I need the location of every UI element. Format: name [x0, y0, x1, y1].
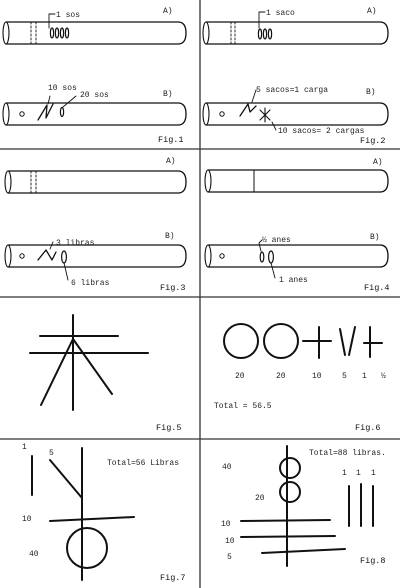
fig3-note-2: 6 libras: [71, 279, 110, 288]
fig6-label: Fig.6: [355, 423, 381, 433]
fig6-value-3: 10: [312, 372, 322, 381]
fig3-stick-a: [4, 170, 187, 194]
fig2-note-1: 1 saco: [266, 9, 295, 18]
fig3-part-b-label: B): [165, 232, 175, 241]
fig7-value-4: 40: [29, 550, 39, 559]
fig3-part-a-label: A): [166, 157, 176, 166]
fig4-part-a-label: A): [373, 158, 383, 167]
fig6-value-4: 5: [342, 372, 347, 381]
fig6-total: Total = 56.5: [214, 402, 272, 411]
fig4-part-b-label: B): [370, 233, 380, 242]
fig3-stick-b: [4, 241, 187, 281]
fig6-value-2: 20: [276, 372, 286, 381]
fig8-value-2: 20: [255, 494, 265, 503]
fig6-value-5: 1: [362, 372, 367, 381]
fig7-label: Fig.7: [160, 573, 186, 583]
fig1-stick-b: [2, 95, 187, 126]
fig7-value-2: 5: [49, 449, 54, 458]
fig8-value-6: 1: [342, 469, 347, 478]
fig7-value-3: 10: [22, 515, 32, 524]
fig4-stick-b: [204, 239, 389, 279]
fig6-value-1: 20: [235, 372, 245, 381]
fig8-value-5: 5: [227, 553, 232, 562]
fig8-total: Total=88 libras.: [309, 449, 386, 458]
fig7-value-1: 1: [22, 443, 27, 452]
fig2-stick-a: [202, 11, 389, 45]
fig4-note-1: ½ anes: [262, 236, 291, 245]
fig5-sign: [29, 314, 149, 411]
fig4-note-2: 1 anes: [279, 276, 308, 285]
fig1-note-2: 10 sos: [48, 84, 77, 93]
fig2-label: Fig.2: [360, 136, 386, 146]
fig3-panel: A) 3 libras 6 libras B) Fig.3: [4, 157, 187, 293]
fig8-value-7: 1: [356, 469, 361, 478]
fig4-label: Fig.4: [364, 283, 390, 293]
fig8-value-3: 10: [221, 520, 231, 529]
fig7-panel: 1 5 10 40 Total=56 Libras Fig.7: [22, 443, 186, 583]
fig7-total: Total=56 Libras: [107, 459, 179, 468]
fig8-value-1: 40: [222, 463, 232, 472]
fig1-panel: 1 sos A) 10 sos 20 sos B) Fig.1: [2, 7, 187, 145]
fig1-stick-a: [2, 13, 187, 45]
fig3-note-1: 3 libras: [56, 239, 95, 248]
fig1-label: Fig.1: [158, 135, 184, 145]
fig4-panel: A) ½ anes 1 anes B) Fig.4: [204, 158, 390, 293]
fig2-panel: 1 saco A) 5 sacos=1 carga 10 sacos= 2 ca…: [202, 7, 389, 146]
fig6-panel: 20 20 10 5 1 ½ Total = 56.5 Fig.6: [214, 323, 386, 433]
fig1-note-1: 1 sos: [56, 11, 80, 20]
fig2-stick-b: [202, 89, 389, 131]
fig8-value-4: 10: [225, 537, 235, 546]
fig8-panel: Total=88 libras. 40 20 10 10 5 1 1 1 Fig…: [221, 445, 386, 567]
fig1-part-a-label: A): [163, 7, 173, 16]
fig1-part-b-label: B): [163, 90, 173, 99]
fig5-panel: Fig.5: [29, 314, 182, 433]
fig2-note-2: 5 sacos=1 carga: [256, 86, 328, 95]
fig6-sign: [223, 323, 383, 359]
fig8-sign: [240, 445, 374, 567]
fig8-label: Fig.8: [360, 556, 386, 566]
fig7-sign: [31, 447, 135, 581]
fig6-value-6: ½: [381, 372, 386, 381]
fig3-label: Fig.3: [160, 283, 186, 293]
fig2-note-3: 10 sacos= 2 cargas: [278, 127, 365, 136]
fig1-note-3: 20 sos: [80, 91, 109, 100]
fig5-label: Fig.5: [156, 423, 182, 433]
fig8-value-8: 1: [371, 469, 376, 478]
fig2-part-b-label: B): [366, 88, 376, 97]
fig4-stick-a: [204, 169, 389, 193]
fig2-part-a-label: A): [367, 7, 377, 16]
